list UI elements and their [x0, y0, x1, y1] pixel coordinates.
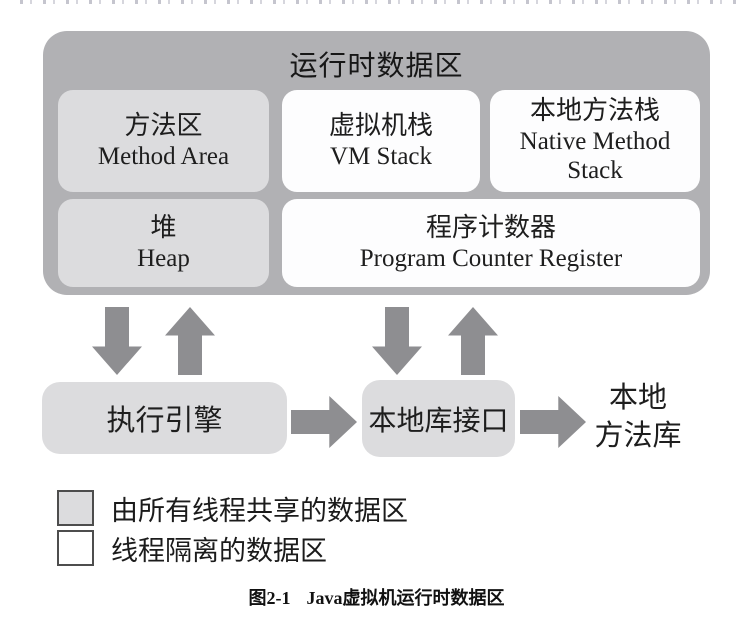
program-counter-box: 程序计数器 Program Counter Register [282, 199, 700, 287]
runtime-data-area-container: 运行时数据区 方法区 Method Area 虚拟机栈 VM Stack 本地方… [43, 31, 710, 295]
program-counter-label-en: Program Counter Register [359, 244, 623, 272]
runtime-data-area-title: 运行时数据区 [289, 51, 464, 82]
figure-caption-title: Java虚拟机运行时数据区 [306, 588, 505, 608]
down-arrow-icon [92, 307, 142, 375]
legend-shared-row: 由所有线程共享的数据区 [57, 490, 408, 526]
method-area-box: 方法区 Method Area [58, 90, 269, 192]
right-arrow-icon [291, 396, 357, 448]
native-method-library-line1: 本地 [608, 382, 667, 415]
down-arrow-icon [372, 307, 422, 375]
execution-engine-box: 执行引擎 [42, 382, 287, 454]
legend-shared-swatch [57, 490, 94, 526]
execution-engine-label: 执行引擎 [106, 405, 223, 437]
native-method-library-label: 本地 方法库 [592, 378, 684, 458]
legend-isolated-row: 线程隔离的数据区 [57, 530, 327, 566]
figure-caption: 图2-1 Java虚拟机运行时数据区 [0, 584, 753, 610]
method-area-label-en: Method Area [97, 142, 230, 170]
method-area-label-zh: 方法区 [124, 110, 203, 140]
clipped-text-row [20, 0, 736, 4]
heap-box: 堆 Heap [58, 199, 269, 287]
up-arrow-icon [448, 307, 498, 375]
legend-isolated-label: 线程隔离的数据区 [111, 535, 327, 566]
legend-shared-label: 由所有线程共享的数据区 [111, 495, 408, 526]
native-method-stack-label-en: Native Method Stack [519, 127, 671, 185]
vm-stack-label-en: VM Stack [329, 142, 433, 170]
up-arrow-icon [165, 307, 215, 375]
native-method-library-line2: 方法库 [594, 420, 682, 452]
vm-stack-box: 虚拟机栈 VM Stack [282, 90, 480, 192]
figure-caption-number: 图2-1 [248, 588, 291, 608]
native-interface-box: 本地库接口 [362, 380, 515, 457]
right-arrow-icon [520, 396, 586, 448]
heap-label-en: Heap [137, 244, 190, 272]
heap-label-zh: 堆 [150, 212, 177, 242]
vm-stack-label-zh: 虚拟机栈 [328, 110, 433, 140]
native-method-stack-box: 本地方法栈 Native Method Stack [490, 90, 700, 192]
native-method-stack-label-zh: 本地方法栈 [529, 96, 660, 126]
program-counter-label-zh: 程序计数器 [425, 212, 556, 242]
native-interface-label: 本地库接口 [368, 405, 509, 437]
legend-isolated-swatch [57, 530, 94, 566]
